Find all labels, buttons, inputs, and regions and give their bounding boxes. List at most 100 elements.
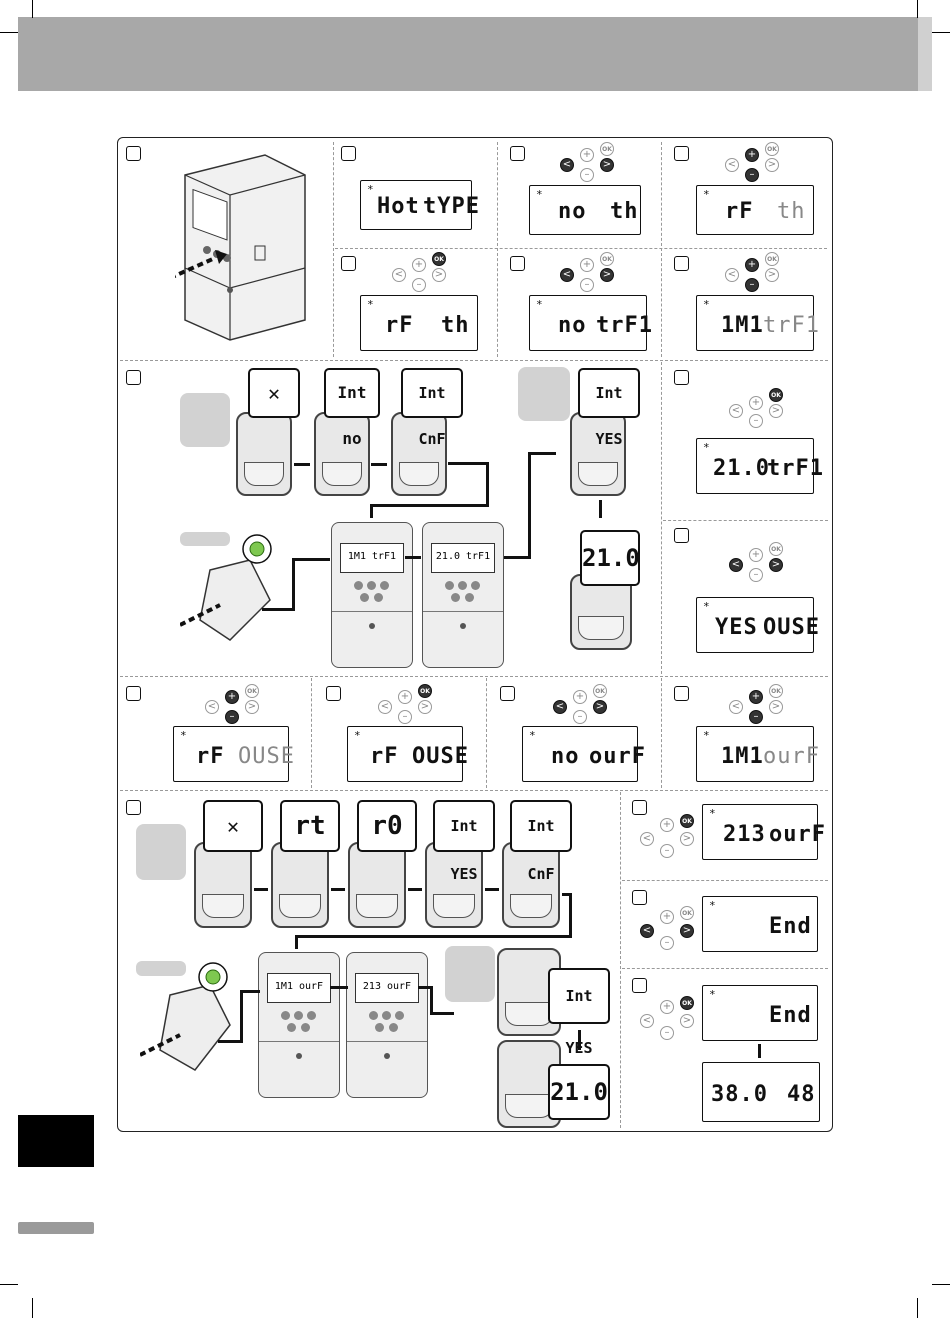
display-bubble: rt (280, 800, 340, 852)
right-button[interactable]: > (680, 832, 694, 846)
left-button[interactable]: < (205, 700, 219, 714)
right-button[interactable]: > (245, 700, 259, 714)
left-button[interactable]: < (640, 1014, 654, 1028)
left-button[interactable]: < (553, 700, 567, 714)
minus-button[interactable]: – (660, 1026, 674, 1040)
crop-mark (932, 32, 950, 33)
right-button[interactable]: > (680, 924, 694, 938)
right-button[interactable]: > (765, 158, 779, 172)
right-button[interactable]: > (769, 404, 783, 418)
display-bubble: Int YES (578, 368, 640, 448)
display-bubble: Int YES (548, 968, 610, 1057)
minus-button[interactable]: – (749, 710, 763, 724)
minus-button[interactable]: – (398, 710, 412, 724)
minus-button[interactable]: – (749, 414, 763, 428)
plus-button[interactable]: + (745, 258, 759, 272)
flow-arrow (578, 1030, 581, 1050)
divider (622, 968, 828, 969)
left-button[interactable]: < (640, 924, 654, 938)
step-marker (126, 686, 141, 701)
plus-button[interactable]: + (660, 910, 674, 924)
divider (120, 790, 828, 791)
plus-button[interactable]: + (660, 818, 674, 832)
plus-button[interactable]: + (749, 548, 763, 562)
right-button[interactable]: > (593, 700, 607, 714)
lcd-display: * 21.0 trF1 (696, 438, 823, 494)
highlight-square (136, 824, 186, 880)
step-marker (674, 686, 689, 701)
left-button[interactable]: < (725, 268, 739, 282)
left-button[interactable]: < (729, 404, 743, 418)
minus-button[interactable]: – (573, 710, 587, 724)
minus-button[interactable]: – (749, 568, 763, 582)
flow-arrow (371, 463, 387, 466)
flow-arrow (292, 558, 295, 610)
button-panel: + OK < > – (729, 388, 789, 432)
flow-arrow (292, 558, 330, 561)
lcd-display: * Hot tYPE (360, 180, 479, 230)
ok-button[interactable]: OK (432, 252, 446, 266)
minus-button[interactable]: – (412, 278, 426, 292)
right-button[interactable]: > (680, 1014, 694, 1028)
step-marker (510, 256, 525, 271)
right-button[interactable]: > (418, 700, 432, 714)
ok-button[interactable]: OK (600, 252, 614, 266)
ok-button[interactable]: OK (769, 542, 783, 556)
ok-button[interactable]: OK (600, 142, 614, 156)
left-button[interactable]: < (378, 700, 392, 714)
left-button[interactable]: < (560, 268, 574, 282)
room-thermostat (271, 842, 329, 928)
highlight-pill (180, 532, 230, 546)
minus-button[interactable]: – (660, 936, 674, 950)
minus-button[interactable]: – (745, 168, 759, 182)
plus-button[interactable]: + (749, 690, 763, 704)
ok-button[interactable]: OK (680, 814, 694, 828)
plus-button[interactable]: + (749, 396, 763, 410)
plus-button[interactable]: + (580, 148, 594, 162)
button-panel: + OK < > – (640, 906, 700, 950)
minus-button[interactable]: – (580, 278, 594, 292)
plus-button[interactable]: + (412, 258, 426, 272)
right-button[interactable]: > (600, 268, 614, 282)
plus-button[interactable]: + (745, 148, 759, 162)
left-button[interactable]: < (725, 158, 739, 172)
ok-button[interactable]: OK (769, 388, 783, 402)
plus-button[interactable]: + (660, 1000, 674, 1014)
left-button[interactable]: < (392, 268, 406, 282)
divider (661, 142, 662, 357)
minus-button[interactable]: – (225, 710, 239, 724)
ok-button[interactable]: OK (769, 684, 783, 698)
plus-button[interactable]: + (580, 258, 594, 272)
controller-unit: 213 ourF (346, 952, 428, 1098)
divider (335, 248, 827, 249)
left-button[interactable]: < (640, 832, 654, 846)
page-footer-bar (18, 1222, 94, 1234)
ok-button[interactable]: OK (245, 684, 259, 698)
minus-button[interactable]: – (745, 278, 759, 292)
flow-arrow (418, 986, 432, 989)
ok-button[interactable]: OK (680, 906, 694, 920)
flow-arrow (262, 608, 295, 611)
ok-button[interactable]: OK (593, 684, 607, 698)
left-button[interactable]: < (729, 700, 743, 714)
controller-screen: 213 ourF (355, 973, 419, 1003)
ok-button[interactable]: OK (680, 996, 694, 1010)
flow-arrow (430, 986, 433, 1014)
ok-button[interactable]: OK (418, 684, 432, 698)
plus-button[interactable]: + (573, 690, 587, 704)
right-button[interactable]: > (769, 558, 783, 572)
right-button[interactable]: > (769, 700, 783, 714)
flow-arrow (295, 935, 298, 949)
controller-unit: 21.0 trF1 (422, 522, 504, 668)
ok-button[interactable]: OK (765, 252, 779, 266)
plus-button[interactable]: + (398, 690, 412, 704)
left-button[interactable]: < (560, 158, 574, 172)
plus-button[interactable]: + (225, 690, 239, 704)
minus-button[interactable]: – (660, 844, 674, 858)
right-button[interactable]: > (432, 268, 446, 282)
ok-button[interactable]: OK (765, 142, 779, 156)
minus-button[interactable]: – (580, 168, 594, 182)
left-button[interactable]: < (729, 558, 743, 572)
right-button[interactable]: > (600, 158, 614, 172)
right-button[interactable]: > (765, 268, 779, 282)
